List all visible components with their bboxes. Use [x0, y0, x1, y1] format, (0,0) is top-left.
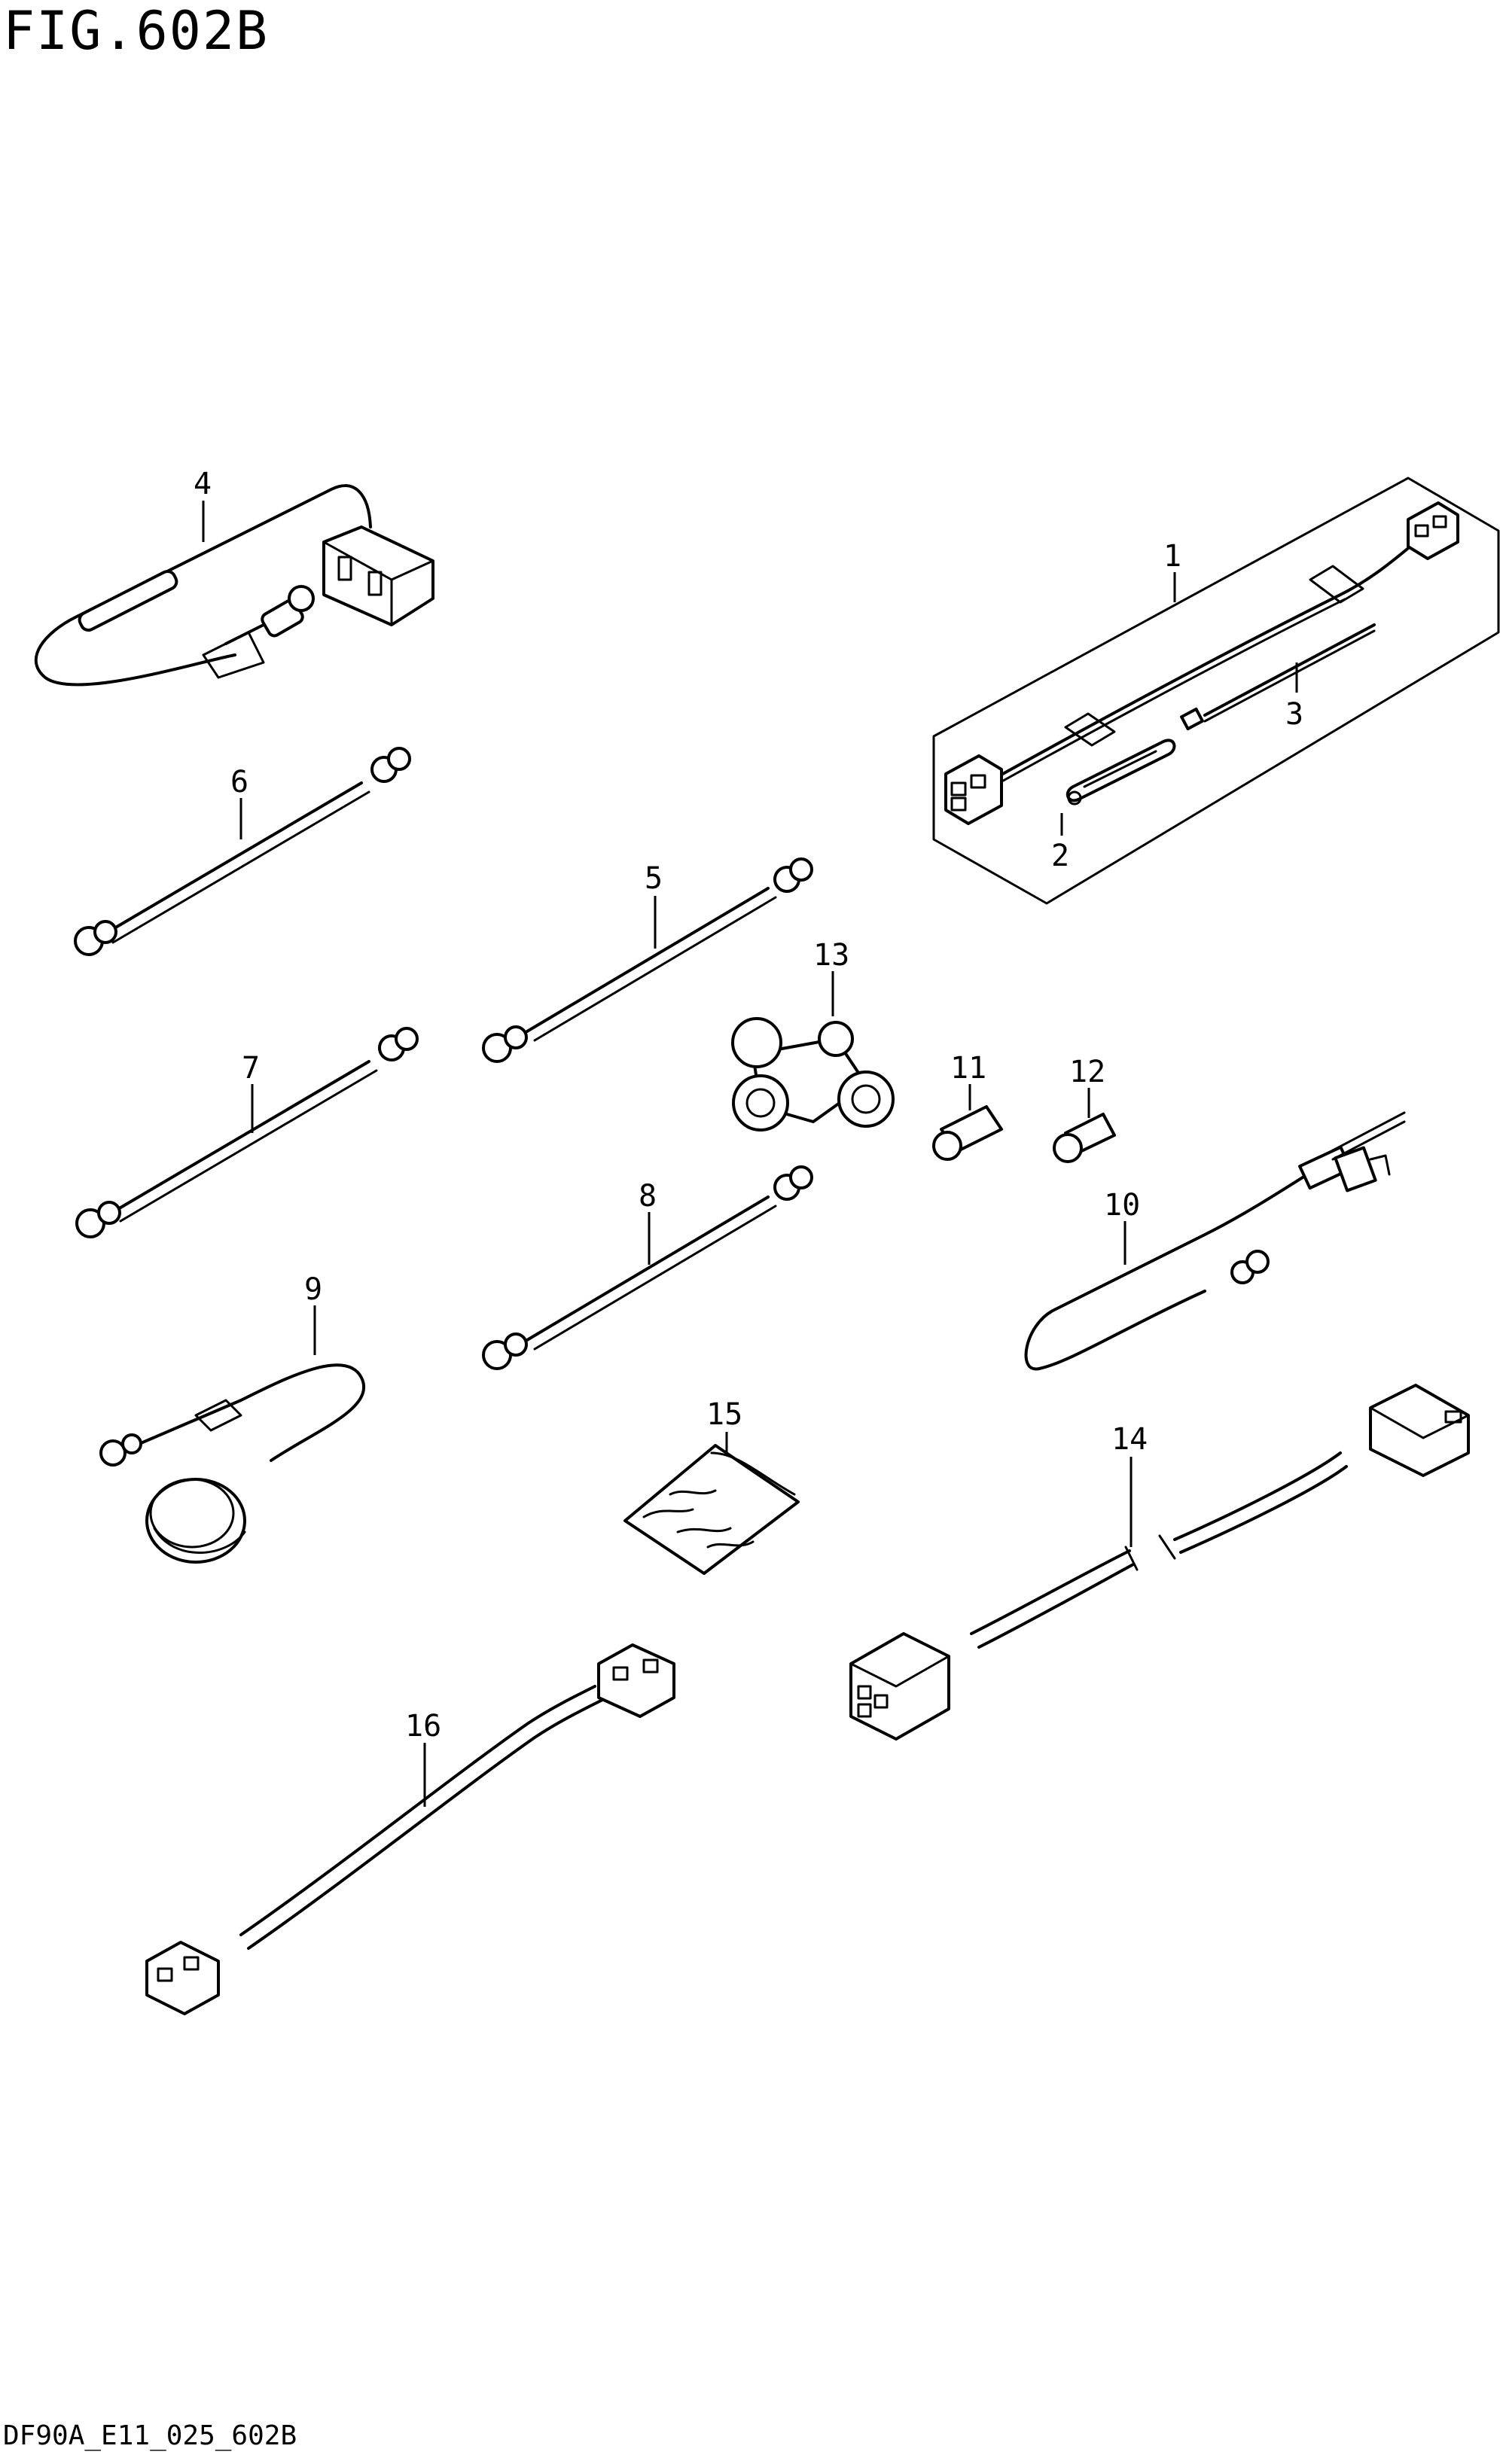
part-2-ground-lead — [1066, 739, 1176, 806]
callout-3: 3 — [1285, 697, 1303, 732]
part-16-adaptor-harness — [145, 1643, 675, 2015]
part-1-connector-left — [944, 754, 1003, 825]
callout-10: 10 — [1104, 1188, 1140, 1223]
callout-4: 4 — [194, 467, 212, 501]
callout-5: 5 — [645, 861, 663, 896]
part-1-connector-right — [1407, 501, 1459, 560]
part-9-sensor — [99, 1363, 365, 1564]
callout-numbers: 1 2 3 4 5 6 7 8 9 10 11 12 13 14 15 16 — [194, 467, 1303, 1744]
callout-6: 6 — [230, 765, 248, 800]
kit-box-outline — [932, 477, 1500, 905]
part-11-terminator — [932, 1105, 1003, 1161]
part-16-connector-top — [597, 1643, 675, 1718]
part-7-backbone-cable — [75, 1027, 419, 1238]
part-1-kit-box — [932, 477, 1500, 905]
callout-1: 1 — [1163, 539, 1181, 574]
part-4-sensor-harness — [34, 484, 434, 687]
part-4-cable — [34, 484, 372, 687]
part-13-t-connector — [731, 1017, 895, 1131]
callout-9: 9 — [304, 1272, 322, 1307]
part-6-backbone-cable — [74, 747, 411, 956]
callout-7: 7 — [242, 1051, 260, 1086]
part-4-bracket — [322, 525, 434, 626]
callout-2: 2 — [1051, 839, 1069, 873]
diagram-code: DF90A_E11_025_602B — [3, 2420, 297, 2451]
callout-8: 8 — [639, 1179, 657, 1214]
part-5-backbone-cable — [482, 857, 813, 1063]
part-14-connector-right — [1369, 1384, 1470, 1477]
part-16-connector-bottom — [145, 1941, 220, 2015]
part-1-harness-cable — [985, 541, 1417, 784]
part-14-extension-harness — [849, 1384, 1470, 1741]
figure-title: FIG.602B — [3, 0, 270, 62]
part-12-terminator — [1053, 1113, 1116, 1163]
callout-13: 13 — [813, 938, 849, 973]
callout-16: 16 — [405, 1709, 441, 1744]
callout-15: 15 — [706, 1397, 742, 1432]
callout-11: 11 — [950, 1051, 986, 1086]
part-3-cable-tie — [1180, 623, 1376, 731]
part-9-cable — [134, 1363, 365, 1462]
part-10-sensor-cable — [1024, 1111, 1406, 1371]
part-4-connector — [261, 585, 315, 638]
part-8-backbone-cable — [482, 1165, 813, 1370]
leader-lines — [202, 501, 1298, 1807]
part-14-connector-left — [849, 1632, 950, 1741]
part-10-cable — [1024, 1162, 1327, 1371]
callout-14: 14 — [1111, 1422, 1148, 1457]
part-15-parts-bag — [623, 1444, 800, 1575]
callout-12: 12 — [1069, 1055, 1105, 1089]
